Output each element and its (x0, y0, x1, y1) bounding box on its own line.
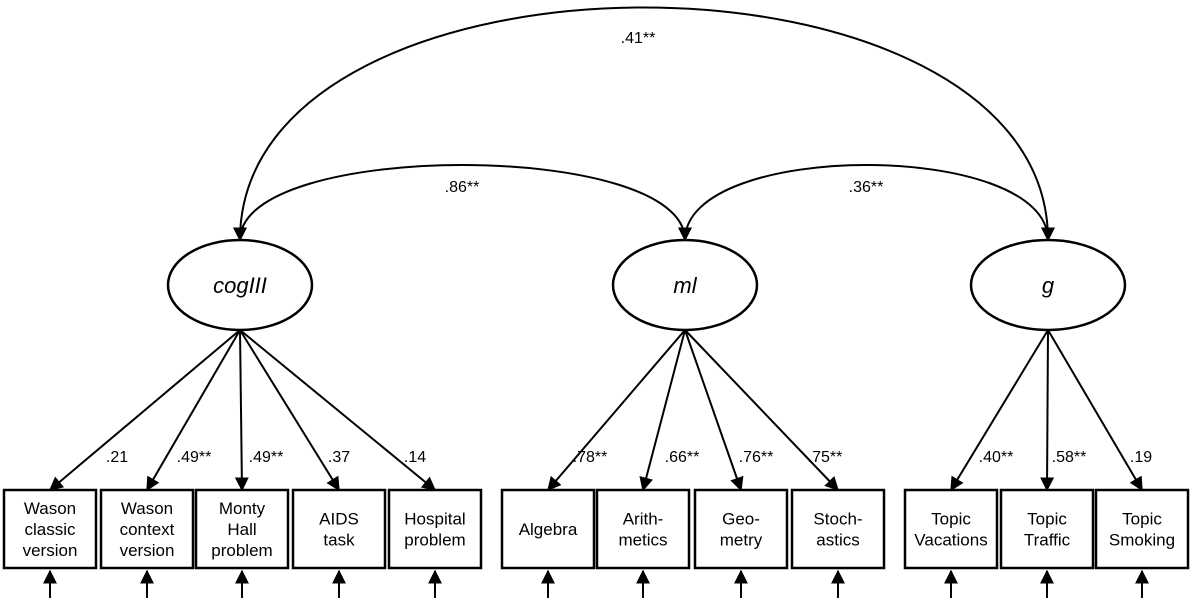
observed-label-line: classic (24, 520, 76, 539)
observed-variable-o6: Algebra (500, 488, 596, 570)
observed-variable-o9: Stoch-astics (790, 488, 886, 570)
loading-arrow-o8 (684, 329, 744, 492)
loading-label-o4: .37 (328, 449, 350, 466)
observed-label-line: Wason (24, 499, 76, 518)
observed-variable-o5: Hospital problem (387, 488, 483, 570)
observed-variable-o1: Wason classic version (2, 488, 98, 570)
correlation-label-ml-g: .36** (849, 179, 884, 196)
observed-variable-o8: Geo-metry (693, 488, 789, 570)
observed-label-line: Topic (931, 510, 971, 529)
loading-arrow-o3 (234, 329, 249, 492)
observed-label-line: Traffic (1024, 531, 1071, 550)
observed-label-line: Smoking (1109, 531, 1175, 550)
loading-arrow-o7 (639, 329, 686, 492)
loading-label-o8: .76** (739, 449, 774, 466)
observed-label-line: Arith- (623, 510, 664, 529)
observed-label-line: problem (211, 541, 272, 560)
latent-variable-ml: ml (611, 238, 759, 332)
loading-arrow-o1 (48, 329, 241, 491)
latent-variable-cog: cogIII (166, 238, 314, 332)
loading-label-o11: .58** (1052, 449, 1087, 466)
loading-label-o7: .66** (665, 449, 700, 466)
observed-label-line: Stoch- (813, 510, 862, 529)
loading-label-o5: .14 (404, 449, 426, 466)
observed-label-line: problem (404, 531, 465, 550)
correlation-arc-ml-g (678, 164, 1055, 242)
observed-label-line: astics (816, 531, 859, 550)
labels-layer: .86** .36** .41** .21 .49** .49** .37 .14 .78**.… (106, 30, 1152, 466)
observed-label-line: Monty (219, 499, 266, 518)
loading-arrow-o5 (239, 329, 437, 491)
loading-label-o6: .78** (573, 449, 608, 466)
observed-label-line: Topic (1122, 510, 1162, 529)
loading-label-o3: .49** (249, 449, 284, 466)
observed-label-line: Algebra (519, 520, 578, 539)
correlation-arc-cog-g (233, 6, 1055, 242)
observed-label-line: Vacations (914, 531, 987, 550)
observed-label-line: Hospital (404, 510, 465, 529)
observed-label-line: Hall (227, 520, 256, 539)
loading-arrow-o9 (684, 329, 839, 492)
latent-variable-g: g (969, 238, 1127, 332)
latent-label-g: g (1042, 273, 1055, 298)
observed-label-line: metics (618, 531, 667, 550)
loading-arrow-o10 (950, 329, 1049, 492)
loading-arrow-o2 (146, 329, 241, 492)
observed-label-line: AIDS (319, 510, 359, 529)
loading-arrow-o4 (239, 329, 340, 492)
loading-label-o10: .40** (979, 449, 1014, 466)
edges-layer (43, 6, 1149, 598)
observed-label-line: Topic (1027, 510, 1067, 529)
latent-label-cog: cogIII (213, 273, 267, 298)
observed-label-line: Wason (121, 499, 173, 518)
latent-label-ml: ml (673, 273, 697, 298)
observed-label-line: Geo- (722, 510, 760, 529)
observed-label-line: version (23, 541, 78, 560)
observed-label-line: task (323, 531, 355, 550)
observed-variable-o7: Arith-metics (595, 488, 691, 570)
correlation-label-cog-ml: .86** (445, 179, 480, 196)
loading-label-o12: .19 (1130, 449, 1152, 466)
correlation-label-cog-g: .41** (621, 30, 656, 47)
loading-arrow-o6 (547, 329, 686, 492)
loading-label-o1: .21 (106, 449, 128, 466)
loading-label-o9: .75** (808, 449, 843, 466)
loading-label-o2: .49** (177, 449, 212, 466)
observed-variable-o4: AIDS task (291, 488, 387, 570)
observed-label-line: context (120, 520, 175, 539)
observed-label-line: version (120, 541, 175, 560)
observed-variable-o2: Wason context version (99, 488, 195, 570)
loading-arrow-o12 (1047, 329, 1143, 492)
correlation-arc-cog-ml (233, 164, 692, 242)
loading-arrow-o11 (1040, 329, 1055, 492)
observed-label-line: metry (720, 531, 763, 550)
